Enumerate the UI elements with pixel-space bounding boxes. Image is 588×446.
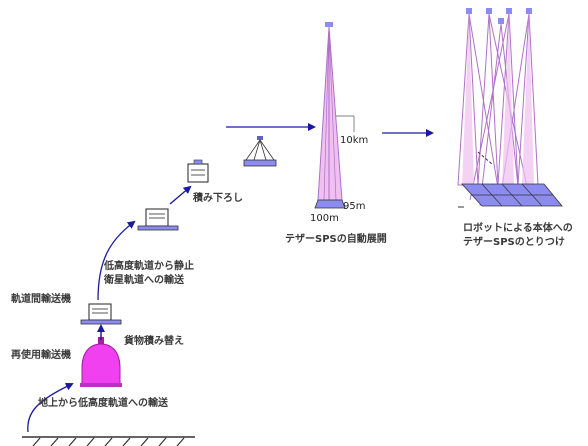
deployed-tether-sps-icon bbox=[314, 22, 355, 209]
ground-to-leo-label: 地上から低高度軌道への輸送 bbox=[38, 398, 168, 409]
launch-arrow bbox=[27, 382, 74, 433]
ground-surface bbox=[22, 436, 195, 446]
geo-transfer-vehicle-icon bbox=[137, 208, 179, 231]
unloading-arrow bbox=[169, 185, 192, 205]
dimension-10km: 10km bbox=[340, 135, 369, 146]
orbital-transfer-vehicle-icon bbox=[80, 303, 122, 325]
reusable-vehicle-icon bbox=[80, 337, 122, 387]
robot-attach-label-line1: ロボットによる本体への bbox=[463, 223, 573, 234]
leo-to-geo-label-line1: 低高度軌道から静止 bbox=[104, 261, 194, 272]
unloading-label: 積み下ろし bbox=[193, 193, 243, 204]
leo-to-geo-arrow bbox=[97, 220, 136, 301]
orbital-transfer-vehicle-label: 軌道間輸送機 bbox=[11, 294, 71, 305]
tether-deploy-label: テザーSPSの自動展開 bbox=[285, 234, 387, 245]
reusable-vehicle-label: 再使用輸送機 bbox=[11, 350, 71, 361]
cargo-transfer-label: 貨物積み替え bbox=[124, 336, 184, 347]
assembled-sps-array-icon bbox=[457, 8, 563, 208]
robot-attach-label-line2: テザーSPSのとりつけ bbox=[463, 237, 565, 248]
dimension-100m: 100m bbox=[310, 213, 339, 224]
folded-tether-sps-icon bbox=[243, 136, 277, 167]
dimension-95m: 95m bbox=[343, 201, 366, 212]
leo-to-geo-label-line2: 衛星軌道への輸送 bbox=[104, 275, 184, 286]
cargo-module-icon bbox=[187, 159, 209, 183]
